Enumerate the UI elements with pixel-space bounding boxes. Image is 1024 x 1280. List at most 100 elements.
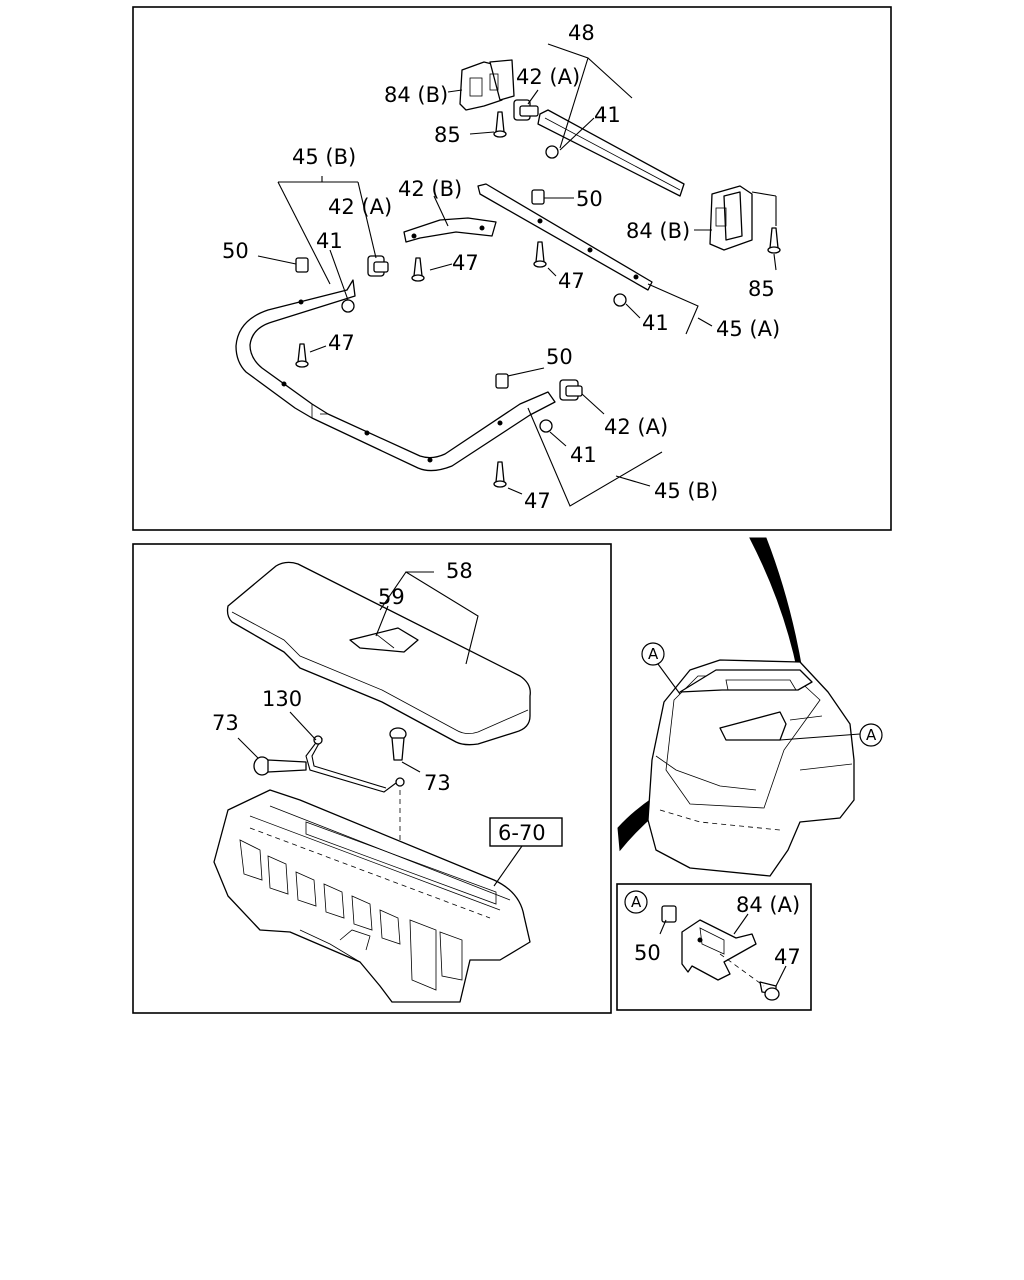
clip-42a-left bbox=[367, 255, 389, 277]
leader-a-left bbox=[657, 663, 681, 695]
panel-top bbox=[132, 6, 892, 531]
bracket-slot bbox=[469, 77, 483, 97]
label-42a-bottom: 42 (A) bbox=[604, 415, 668, 439]
bolt-73-left bbox=[253, 756, 307, 776]
label-50-left: 50 bbox=[222, 239, 249, 263]
clip-42a-bottom bbox=[559, 379, 583, 401]
marker-a-right-text: A bbox=[866, 726, 877, 744]
strip-hole bbox=[364, 430, 370, 436]
screw-47-bottom bbox=[493, 461, 507, 488]
bracket-hole bbox=[411, 233, 417, 239]
label-45b-left: 45 (B) bbox=[292, 145, 356, 169]
strap-130 bbox=[305, 739, 401, 793]
label-42b: 42 (B) bbox=[398, 177, 462, 201]
weatherstrip-45b-left bbox=[235, 279, 556, 472]
bracket-slot bbox=[489, 73, 499, 91]
label-45a: 45 (A) bbox=[716, 317, 780, 341]
grommet-41-right bbox=[613, 293, 627, 307]
label-58: 58 bbox=[446, 559, 473, 583]
strip-hole bbox=[633, 274, 639, 280]
panel-detail-a bbox=[616, 883, 812, 1011]
label-50-bottom: 50 bbox=[546, 345, 573, 369]
strap-eye bbox=[313, 735, 323, 745]
detail-clip-50 bbox=[661, 905, 677, 923]
label-85-right: 85 bbox=[748, 277, 775, 301]
bolt-73-right bbox=[389, 727, 407, 761]
strap-eye bbox=[395, 777, 405, 787]
marker-a-left-text: A bbox=[648, 645, 659, 663]
handle-crease bbox=[375, 633, 395, 649]
panel-top-frame bbox=[132, 6, 892, 531]
screw-85-right bbox=[767, 227, 781, 254]
weatherstrip-45a bbox=[477, 183, 653, 291]
floor-pan bbox=[213, 789, 531, 1003]
vehicle-roof-slot bbox=[725, 679, 797, 691]
vehicle-body-line bbox=[789, 715, 823, 721]
label-73-left: 73 bbox=[212, 711, 239, 735]
bracket-hole bbox=[479, 225, 485, 231]
strip-hole bbox=[537, 218, 543, 224]
grommet-41-bottom bbox=[539, 419, 553, 433]
label-42a-top: 42 (A) bbox=[516, 65, 580, 89]
label-85-top: 85 bbox=[434, 123, 461, 147]
strip-hole bbox=[427, 457, 433, 463]
label-42a-left: 42 (A) bbox=[328, 195, 392, 219]
cover-panel-58 bbox=[226, 561, 531, 746]
label-41-bottom: 41 bbox=[570, 443, 597, 467]
label-47-detail: 47 bbox=[774, 945, 801, 969]
marker-a-right bbox=[859, 723, 883, 747]
label-47-mid: 47 bbox=[452, 251, 479, 275]
strip-hole bbox=[298, 299, 304, 305]
label-45b-bottom: 45 (B) bbox=[654, 479, 718, 503]
strip-hole bbox=[281, 381, 287, 387]
strip-hole bbox=[587, 247, 593, 253]
leader-lines-top bbox=[257, 43, 777, 507]
leader-a-right bbox=[779, 733, 861, 741]
detail-marker-a-text: A bbox=[631, 893, 642, 911]
clip-50-left bbox=[295, 257, 309, 273]
label-84b-top: 84 (B) bbox=[384, 83, 448, 107]
text-labels: 48 84 (B) 42 (A) 85 41 45 (B) 42 (A) 42 … bbox=[212, 21, 877, 969]
strip-hole bbox=[497, 420, 503, 426]
screw-85-top bbox=[493, 111, 507, 138]
label-50-detail: 50 bbox=[634, 941, 661, 965]
bracket-84a bbox=[681, 919, 757, 981]
bracket-84b-right-inner bbox=[723, 191, 743, 241]
leader-50 bbox=[659, 919, 667, 935]
reference-box-6-70 bbox=[489, 817, 563, 847]
cover-panel-edge bbox=[231, 611, 529, 734]
label-130: 130 bbox=[262, 687, 302, 711]
leader-47 bbox=[775, 965, 787, 987]
detail-screw-axis bbox=[719, 953, 765, 987]
detail-marker-a bbox=[624, 890, 648, 914]
leader-84a bbox=[733, 913, 749, 935]
vehicle-body-line bbox=[799, 763, 853, 771]
grommet-41-top bbox=[545, 145, 559, 159]
label-50-mid: 50 bbox=[576, 187, 603, 211]
vehicle-body-line bbox=[659, 809, 781, 831]
label-41-top: 41 bbox=[594, 103, 621, 127]
label-84b-right: 84 (B) bbox=[626, 219, 690, 243]
grommet-41-left bbox=[341, 299, 355, 313]
callout-arrow-top bbox=[749, 537, 803, 673]
label-84a: 84 (A) bbox=[736, 893, 800, 917]
detail-screw-47 bbox=[759, 981, 780, 1001]
label-41-left: 41 bbox=[316, 229, 343, 253]
bracket-slot bbox=[715, 207, 727, 227]
vehicle-rear-body bbox=[647, 659, 855, 877]
label-47-center: 47 bbox=[558, 269, 585, 293]
panel-bottom-left-frame bbox=[132, 543, 612, 1014]
panel-detail-a-frame bbox=[616, 883, 812, 1011]
vehicle-roof-rail bbox=[679, 669, 813, 693]
label-47-bottom: 47 bbox=[524, 489, 551, 513]
label-59: 59 bbox=[378, 585, 405, 609]
bracket-42b bbox=[403, 217, 497, 243]
marker-a-left bbox=[641, 642, 665, 666]
screw-47-center bbox=[533, 241, 547, 268]
label-73-right: 73 bbox=[424, 771, 451, 795]
bracket-84b-top-inner bbox=[489, 59, 515, 101]
label-48: 48 bbox=[568, 21, 595, 45]
panel-bottom-left bbox=[132, 543, 612, 1014]
leader-lines-bottom-left bbox=[237, 571, 523, 887]
